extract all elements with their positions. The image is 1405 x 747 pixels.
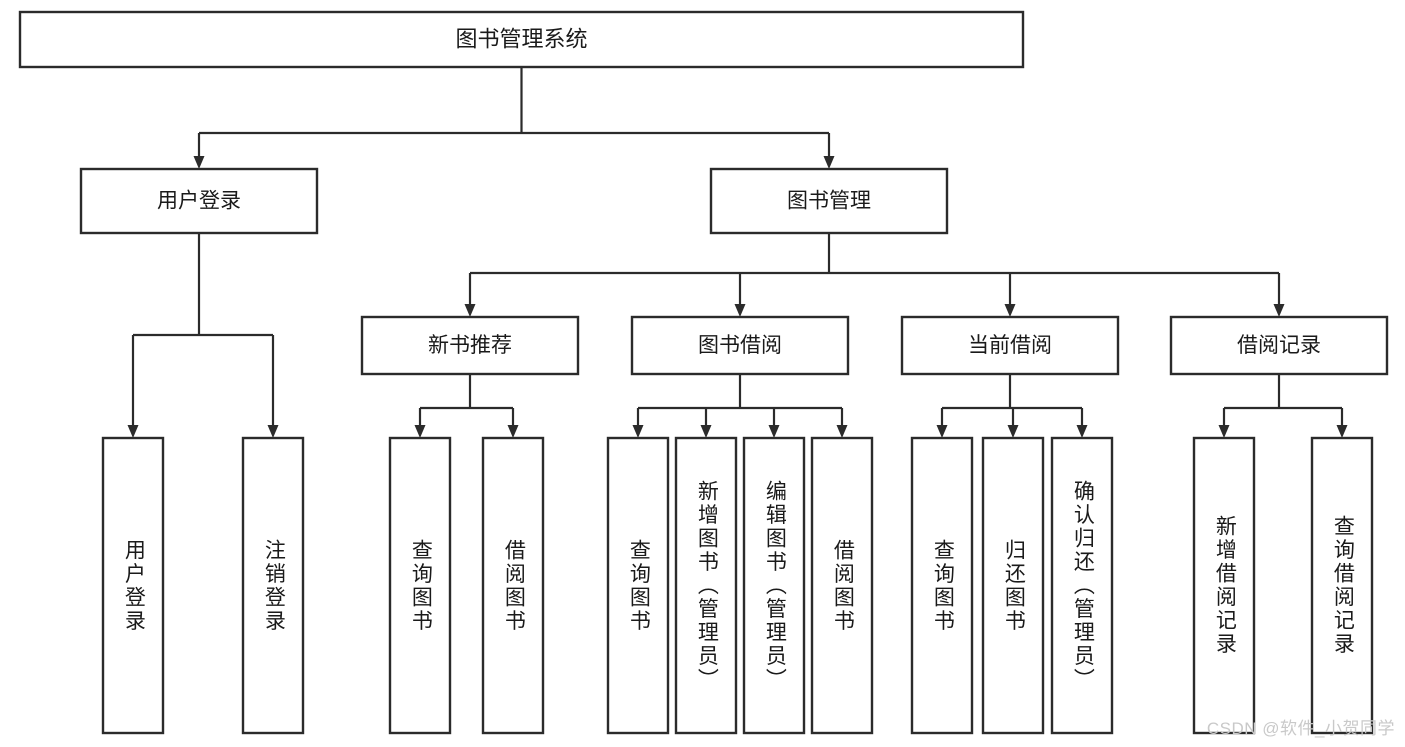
node-book-manage-label: 图书管理 — [787, 190, 871, 213]
leaf-leaf-query-book-1-rect — [388, 436, 452, 735]
arrow-head-icon — [768, 425, 780, 438]
leaf-leaf-borrow-book-2-rect — [810, 436, 874, 735]
node-borrow-record-label: 借阅记录 — [1237, 334, 1321, 357]
node-root[interactable]: 图书管理系统 — [18, 10, 1025, 69]
leaf-leaf-borrow-book-1-rect — [481, 436, 545, 735]
edge-group-current-borrow — [936, 374, 1088, 438]
arrow-head-icon — [936, 425, 948, 438]
leaf-leaf-query-book-2-rect — [606, 436, 670, 735]
leaf-leaf-add-book[interactable] — [674, 436, 738, 735]
node-book-borrow-rect — [630, 315, 850, 376]
edge-group-book-manage — [464, 233, 1285, 317]
arrow-head-icon — [1336, 425, 1348, 438]
arrow-head-icon — [1273, 304, 1285, 317]
edge-group-new-book-recommend — [414, 374, 519, 438]
watermark-text: CSDN @软件_小贺同学 — [1206, 719, 1395, 738]
edge-group-user-login — [127, 233, 279, 438]
node-user-login[interactable]: 用户登录 — [79, 167, 319, 235]
node-borrow-record-rect — [1169, 315, 1389, 376]
arrow-head-icon — [1004, 304, 1016, 317]
leaf-leaf-borrow-book-2[interactable] — [810, 436, 874, 735]
node-user-login-rect — [79, 167, 319, 235]
arrow-head-icon — [414, 425, 426, 438]
edge-group-borrow-record — [1218, 374, 1348, 438]
arrow-head-icon — [267, 425, 279, 438]
leaf-leaf-query-book-1[interactable] — [388, 436, 452, 735]
arrow-head-icon — [632, 425, 644, 438]
leaf-leaf-return-book[interactable] — [981, 436, 1045, 735]
node-book-borrow-label: 图书借阅 — [698, 334, 782, 357]
leaf-leaf-edit-book-rect — [742, 436, 806, 735]
edge-group-book-borrow — [632, 374, 848, 438]
leaf-leaf-confirm-return-rect — [1050, 436, 1114, 735]
leaf-leaf-user-login-rect — [101, 436, 165, 735]
node-new-book-recommend-rect — [360, 315, 580, 376]
arrow-head-icon — [823, 156, 835, 169]
node-book-manage[interactable]: 图书管理 — [709, 167, 949, 235]
leaf-leaf-user-login[interactable] — [101, 436, 165, 735]
node-book-manage-rect — [709, 167, 949, 235]
arrow-head-icon — [1076, 425, 1088, 438]
leaf-leaf-query-book-3-rect — [910, 436, 974, 735]
leaf-leaf-return-book-rect — [981, 436, 1045, 735]
node-new-book-recommend-label: 新书推荐 — [428, 334, 512, 357]
arrow-head-icon — [193, 156, 205, 169]
node-root-label: 图书管理系统 — [455, 26, 587, 51]
leaf-leaf-query-book-3[interactable] — [910, 436, 974, 735]
leaf-leaf-query-record[interactable] — [1310, 436, 1374, 735]
leaf-leaf-add-record-rect — [1192, 436, 1256, 735]
leaf-leaf-add-book-rect — [674, 436, 738, 735]
node-new-book-recommend[interactable]: 新书推荐 — [360, 315, 580, 376]
leaf-leaf-logout-rect — [241, 436, 305, 735]
arrow-head-icon — [1218, 425, 1230, 438]
leaf-leaf-edit-book[interactable] — [742, 436, 806, 735]
leaf-leaf-logout[interactable] — [241, 436, 305, 735]
leaf-leaf-borrow-book-1[interactable] — [481, 436, 545, 735]
arrow-head-icon — [127, 425, 139, 438]
node-current-borrow[interactable]: 当前借阅 — [900, 315, 1120, 376]
node-book-borrow[interactable]: 图书借阅 — [630, 315, 850, 376]
arrow-head-icon — [836, 425, 848, 438]
node-current-borrow-label: 当前借阅 — [968, 334, 1052, 357]
arrow-head-icon — [507, 425, 519, 438]
node-root-rect — [18, 10, 1025, 69]
edge-group-root — [193, 67, 835, 169]
arrow-head-icon — [700, 425, 712, 438]
arrow-head-icon — [464, 304, 476, 317]
arrow-head-icon — [1007, 425, 1019, 438]
leaf-leaf-confirm-return[interactable] — [1050, 436, 1114, 735]
node-user-login-label: 用户登录 — [157, 190, 241, 213]
arrow-head-icon — [734, 304, 746, 317]
leaf-leaf-query-record-rect — [1310, 436, 1374, 735]
leaf-leaf-add-record[interactable] — [1192, 436, 1256, 735]
leaf-leaf-query-book-2[interactable] — [606, 436, 670, 735]
node-current-borrow-rect — [900, 315, 1120, 376]
node-borrow-record[interactable]: 借阅记录 — [1169, 315, 1389, 376]
edges-layer — [127, 67, 1348, 438]
